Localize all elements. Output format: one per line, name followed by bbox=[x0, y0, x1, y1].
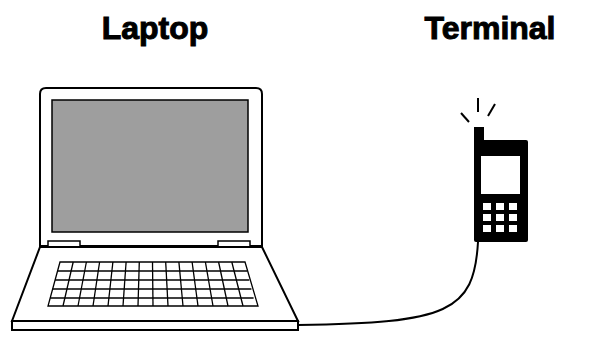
laptop-base-edge bbox=[12, 321, 298, 330]
terminal-node: Terminal bbox=[420, 8, 560, 242]
laptop-keyboard bbox=[48, 262, 258, 306]
phone-illustration bbox=[461, 98, 528, 242]
node-heading: Laptop bbox=[10, 8, 300, 48]
phone-screen bbox=[481, 156, 520, 194]
phone-keypad bbox=[483, 203, 517, 232]
phone-antenna bbox=[474, 127, 484, 142]
laptop-lid bbox=[40, 88, 262, 246]
laptop-illustration bbox=[12, 88, 298, 330]
laptop-node: Laptop bbox=[10, 8, 300, 330]
cable-connector bbox=[298, 242, 478, 325]
laptop-base bbox=[12, 247, 298, 321]
laptop-screen bbox=[52, 100, 248, 232]
phone-body bbox=[474, 140, 528, 242]
node-heading: Terminal bbox=[420, 8, 560, 48]
signal-marks bbox=[461, 98, 495, 122]
